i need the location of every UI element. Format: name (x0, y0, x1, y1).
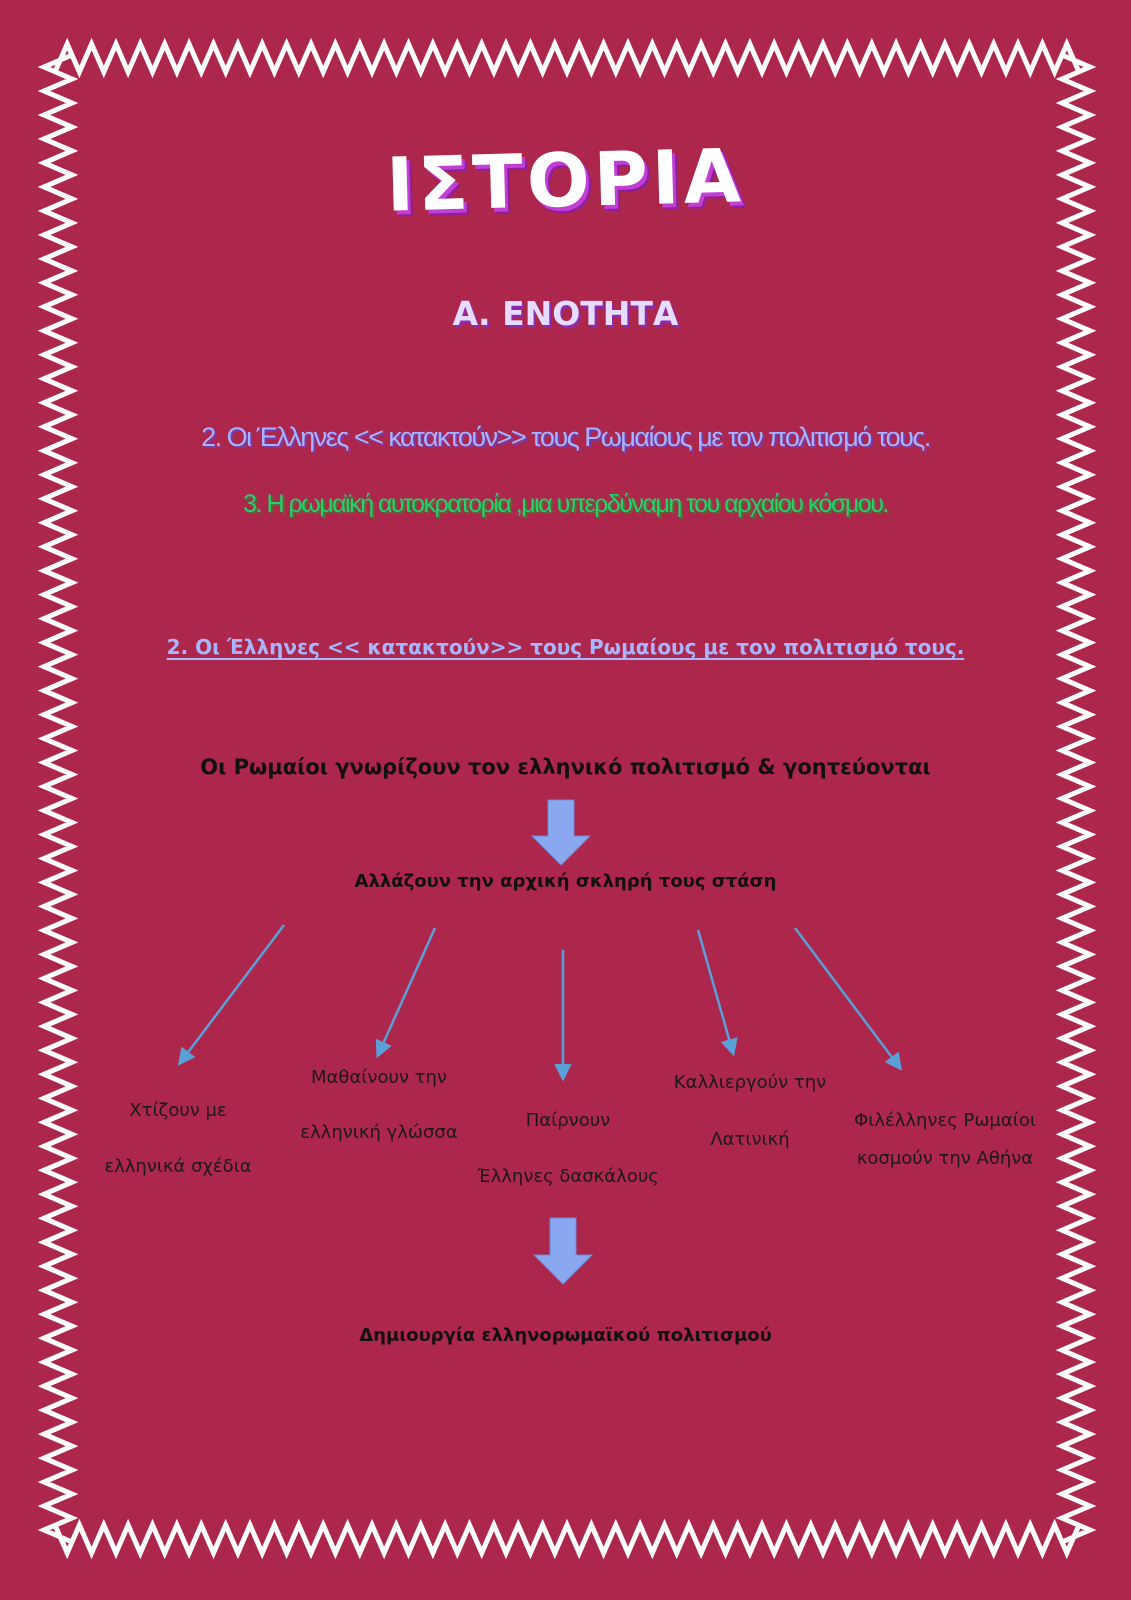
flow-change: Αλλάζουν την αρχική σκληρή τους στάση (354, 871, 777, 892)
branch-item-5-line-2: κοσμούν την Αθήνα (856, 1148, 1034, 1169)
block-arrow-down-icon-2 (532, 1217, 594, 1285)
lesson-2-title: 2. Οι Έλληνες << κατακτούν>> τους Ρωμαίο… (201, 422, 931, 452)
unit-heading: Α. ΕΝΟΤΗΤΑ (452, 294, 679, 333)
branch-item-5-line-1: Φιλέλληνες Ρωμαίοι (854, 1110, 1036, 1131)
branch-item-2-line-2: ελληνική γλώσσα (300, 1122, 458, 1143)
branch-arrow-4 (696, 929, 738, 1057)
branch-item-4-line-1: Καλλιεργούν την (673, 1072, 827, 1093)
branch-item-1-line-1: Χτίζουν με (129, 1100, 227, 1121)
branch-item-2-line-1: Μαθαίνουν την (311, 1067, 447, 1088)
branch-arrow-5 (794, 927, 903, 1071)
branch-item-1-line-2: ελληνικά σχέδια (104, 1156, 252, 1177)
branch-arrow-2 (375, 927, 437, 1059)
section-heading: 2. Οι Έλληνες << κατακτούν>> τους Ρωμαίο… (166, 635, 965, 659)
flow-intro: Οι Ρωμαίοι γνωρίζουν τον ελληνικό πολιτι… (200, 755, 931, 779)
branch-arrow-1 (177, 924, 285, 1066)
block-arrow-down-icon (530, 799, 592, 866)
zigzag-border-path (37, 37, 1097, 1560)
branch-item-4-line-2: Λατινική (710, 1129, 790, 1150)
lesson-3-title: 3. Η ρωμαϊκή αυτοκρατορία ,μια υπερδύναμ… (243, 490, 889, 518)
branch-item-3-line-1: Παίρνουν (525, 1110, 611, 1131)
flow-result: Δημιουργία ελληνορωμαϊκού πολιτισμού (359, 1325, 772, 1346)
branch-item-3-line-2: Έλληνες δασκάλους (477, 1166, 659, 1187)
